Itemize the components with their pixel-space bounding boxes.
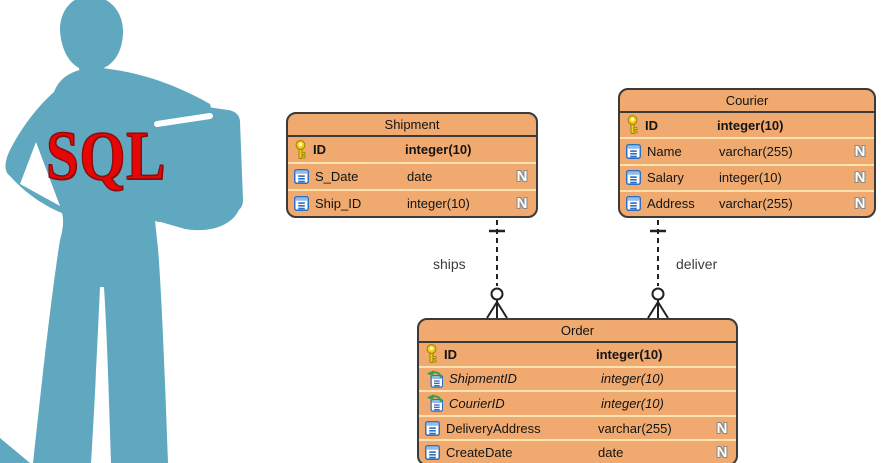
column-type: integer(10) [405,142,472,157]
entity-column-row[interactable]: Name varchar(255) N [620,137,874,163]
entity-header[interactable]: Courier [620,90,874,113]
column-icon-cell [425,445,440,461]
foreign-key-icon [426,370,443,388]
entity-column-row[interactable]: S_Date date N [288,162,536,189]
column-name: Salary [647,170,684,186]
nullable-icon: N [516,195,528,212]
nullable-icon: N [854,142,866,160]
key-icon [426,344,437,364]
column-icon-cell [294,169,309,184]
relationship-label-ships: ships [433,256,466,272]
entity-column-row[interactable]: CreateDate date N [419,439,736,463]
entity-column-row[interactable]: Salary integer(10) N [620,163,874,190]
key-icon [295,139,306,159]
sql-logo: SQL [45,118,167,195]
column-name: Ship_ID [315,196,362,211]
column-type: date [407,169,433,184]
relationship-label-deliver: deliver [676,256,718,272]
entity-title: Order [560,323,595,338]
entity-rows: ID integer(10) Name varchar(255) N Salary inte… [620,113,874,216]
entity-column-row[interactable]: ID integer(10) [288,137,536,162]
nullable-icon: N [854,195,866,213]
relationship-ships-connector [486,220,508,319]
column-name: CreateDate [446,445,513,461]
column-icon-cell [626,115,639,135]
column-name: Name [647,143,682,159]
column-type: varchar(255) [598,420,672,436]
entity-column-row[interactable]: ID integer(10) [419,343,736,366]
entity-title: Shipment [384,117,440,132]
foreign-key-icon [426,394,443,413]
column-name: DeliveryAddress [446,420,541,436]
column-name: Address [647,196,695,212]
column-type: varchar(255) [719,196,793,212]
column-name: ID [444,346,457,362]
arm-gap [20,142,60,206]
entity-column-row[interactable]: Address varchar(255) N [620,189,874,216]
entity-table-order[interactable]: Order ID integer(10) ShipmentID integer(10)… [417,318,738,463]
nullable-icon: N [716,419,728,437]
column-icon-cell [626,143,641,159]
box-slit [154,113,213,127]
nullable-icon: N [716,444,728,462]
column-name: ShipmentID [449,371,517,387]
column-icon-cell [294,196,309,211]
column-type: date [598,445,624,461]
column-type: integer(10) [601,371,664,387]
column-type: integer(10) [601,395,664,411]
entity-header[interactable]: Shipment [288,114,536,137]
nullable-icon: N [516,168,528,185]
column-type: integer(10) [719,170,782,186]
column-icon [425,445,440,461]
column-icon [425,420,440,436]
column-type: integer(10) [717,117,784,133]
column-type: integer(10) [407,196,470,211]
column-icon-cell [425,394,443,413]
column-type: integer(10) [596,346,663,362]
column-icon-cell [294,139,307,160]
column-icon [294,196,309,211]
column-name: ID [645,117,658,133]
column-icon [626,196,641,212]
column-icon [626,170,641,186]
column-name: CourierID [449,395,505,411]
key-icon [627,115,638,135]
column-name: S_Date [315,169,359,184]
column-icon-cell [425,344,438,364]
column-type: varchar(255) [719,143,793,159]
entity-column-row[interactable]: ID integer(10) [620,113,874,137]
nullable-icon: N [854,169,866,187]
entity-column-row[interactable]: Ship_ID integer(10) N [288,189,536,216]
entity-title: Courier [725,93,769,108]
column-icon [294,169,309,184]
column-icon-cell [425,420,440,436]
entity-column-row[interactable]: CourierID integer(10) [419,390,736,415]
column-icon-cell [626,170,641,186]
entity-header[interactable]: Order [419,320,736,343]
entity-column-row[interactable]: ShipmentID integer(10) [419,365,736,391]
column-icon-cell [626,196,641,212]
relationship-deliver-connector [647,220,669,319]
column-icon [626,143,641,159]
entity-column-row[interactable]: DeliveryAddress varchar(255) N [419,414,736,440]
delivery-man-silhouette [0,0,243,463]
column-icon-cell [425,370,443,388]
column-name: ID [313,142,326,157]
